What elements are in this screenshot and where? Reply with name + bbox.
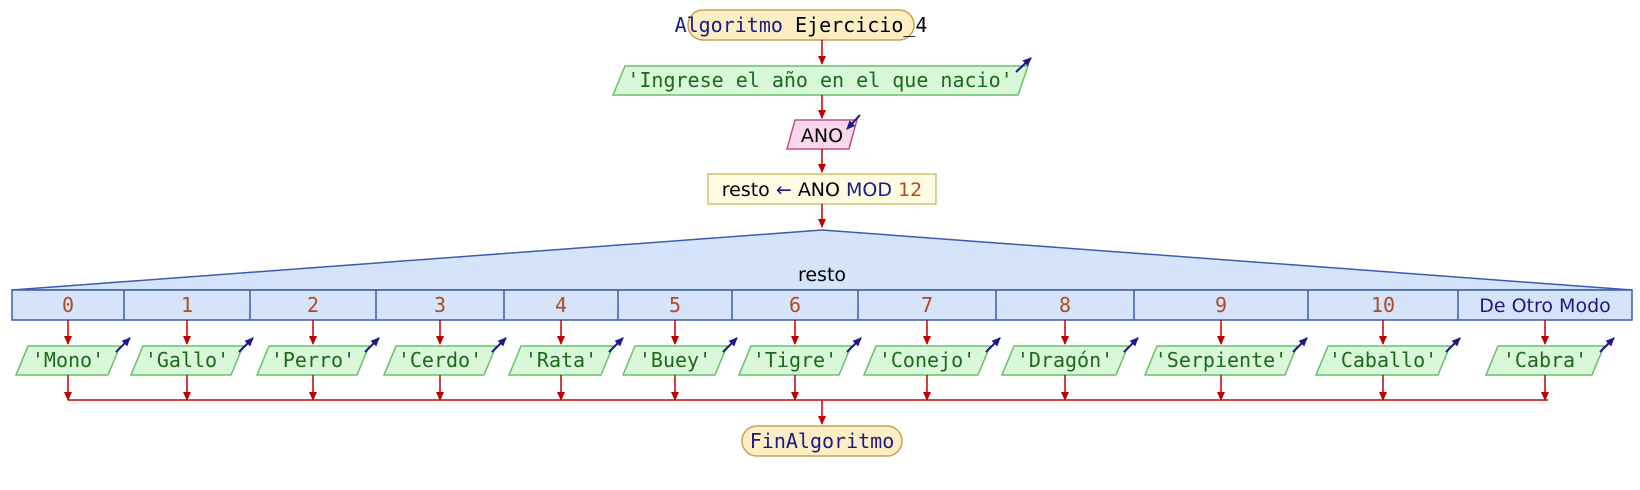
output-arrow-icon: [364, 337, 380, 353]
case-label: 5: [669, 293, 681, 317]
case-label: 10: [1371, 293, 1395, 317]
start-terminal: Algoritmo Ejercicio_4: [675, 9, 928, 41]
output-arrow-icon: [1445, 337, 1461, 353]
case-output-text: 'Dragón': [1017, 348, 1113, 372]
case-output-block: 'Cabra': [1484, 337, 1615, 376]
assign-target: resto: [722, 179, 770, 201]
output-arrow-icon: [1015, 57, 1032, 73]
switch-variable: resto: [798, 264, 846, 286]
case-output-text: 'Conejo': [879, 348, 975, 372]
case-output-block: 'Mono': [14, 337, 131, 376]
case-label: 2: [307, 293, 319, 317]
case-label: 4: [555, 293, 567, 317]
case-output-block: 'Serpiente': [1143, 337, 1308, 376]
svg-text:Algoritmo Ejercicio_4: Algoritmo Ejercicio_4: [675, 13, 928, 37]
case-output-text: 'Cabra': [1503, 348, 1587, 372]
svg-text:resto ← ANO MOD 12: resto ← ANO MOD 12: [722, 179, 923, 201]
output-arrow-icon: [985, 337, 1001, 353]
case-label-default: De Otro Modo: [1479, 295, 1611, 317]
case-output-block: 'Perro': [255, 337, 380, 376]
assign-arrow: ←: [776, 179, 792, 201]
case-label: 9: [1215, 293, 1227, 317]
output-prompt-block: 'Ingrese el año en el que nacio': [611, 57, 1032, 96]
input-variable: ANO: [801, 125, 843, 147]
case-label: 1: [181, 293, 193, 317]
case-output-block: 'Cerdo': [382, 337, 507, 376]
output-arrow-icon: [1123, 337, 1139, 353]
case-output-text: 'Gallo': [145, 348, 229, 372]
output-arrow-icon: [491, 337, 507, 353]
case-label: 7: [921, 293, 933, 317]
output-arrow-icon: [238, 337, 254, 353]
assign-num: 12: [898, 179, 922, 201]
assign-var: ANO: [798, 179, 840, 201]
case-output-text: 'Tigre': [753, 348, 837, 372]
case-output-block: 'Conejo': [862, 337, 1001, 376]
case-label: 8: [1059, 293, 1071, 317]
case-output-text: 'Buey': [639, 348, 711, 372]
output-arrow-icon: [608, 337, 624, 353]
case-label: 0: [62, 293, 74, 317]
case-output-block: 'Dragón': [1000, 337, 1139, 376]
algorithm-name: Ejercicio_4: [795, 13, 927, 37]
output-arrow-icon: [115, 337, 131, 353]
output-arrow-icon: [846, 337, 862, 353]
output-arrow-icon: [1599, 337, 1615, 353]
assign-op: MOD: [846, 179, 892, 201]
end-terminal: FinAlgoritmo: [741, 425, 903, 457]
input-block: ANO: [786, 114, 861, 150]
output-prompt-text: 'Ingrese el año en el que nacio': [627, 68, 1012, 92]
output-arrow-icon: [722, 337, 738, 353]
case-output-block: 'Tigre': [737, 337, 862, 376]
case-output-block: 'Gallo': [129, 337, 254, 376]
start-keyword: Algoritmo: [675, 13, 783, 37]
case-output-text: 'Cerdo': [398, 348, 482, 372]
switch-block: resto 0 1 2 3 4 5 6 7 8 9 10 De Otro Modo: [11, 229, 1633, 321]
case-output-block: 'Caballo': [1314, 337, 1461, 376]
case-output-text: 'Mono': [32, 348, 104, 372]
case-output-block: 'Rata': [507, 337, 624, 376]
end-keyword: FinAlgoritmo: [750, 429, 895, 453]
case-output-text: 'Rata': [525, 348, 597, 372]
assignment-block: resto ← ANO MOD 12: [707, 173, 937, 205]
output-arrow-icon: [1292, 337, 1308, 353]
case-output-text: 'Perro': [271, 348, 355, 372]
case-label: 6: [789, 293, 801, 317]
case-label: 3: [434, 293, 446, 317]
case-output-text: 'Caballo': [1329, 348, 1437, 372]
case-output-block: 'Buey': [621, 337, 738, 376]
case-output-text: 'Serpiente': [1155, 348, 1287, 372]
input-arrow-icon: [846, 114, 861, 130]
